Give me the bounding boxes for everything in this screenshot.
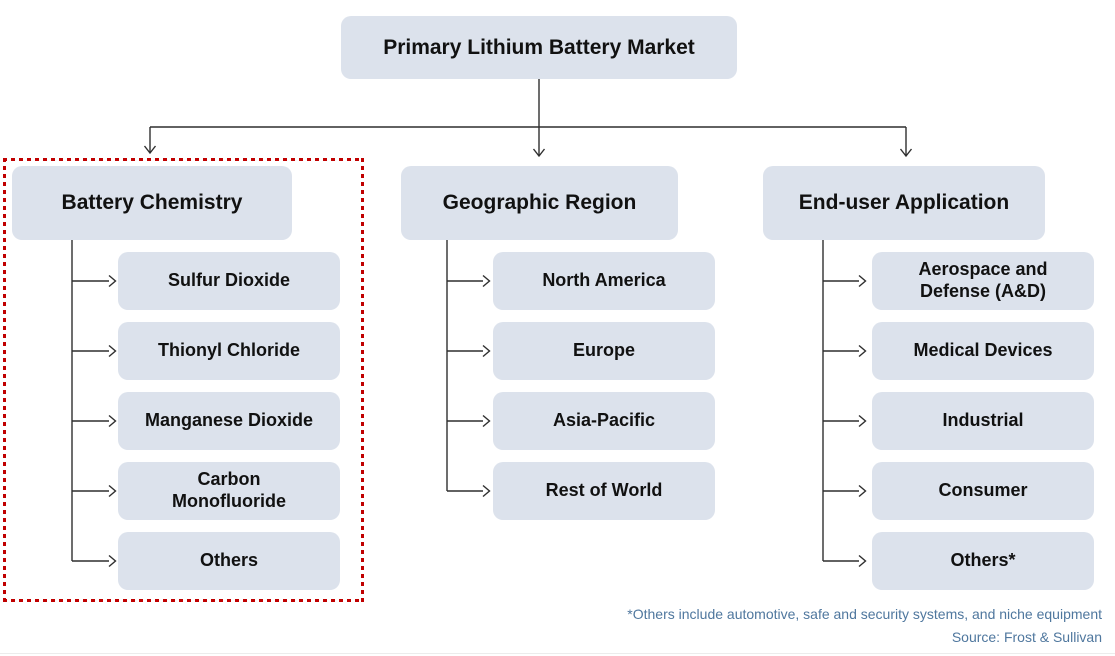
battery-chemistry-branch-connector bbox=[71, 240, 117, 568]
top-level-connector bbox=[143, 79, 913, 158]
item-rest-of-world: Rest of World bbox=[493, 462, 715, 520]
branch-header-battery-chemistry: Battery Chemistry bbox=[12, 166, 292, 240]
item-label: Consumer bbox=[938, 480, 1028, 501]
item-asia-pacific: Asia-Pacific bbox=[493, 392, 715, 450]
item-label: Others* bbox=[950, 550, 1016, 571]
item-label: Asia-Pacific bbox=[552, 410, 656, 431]
item-label: Manganese Dioxide bbox=[144, 410, 314, 431]
page-edge-divider bbox=[0, 653, 1115, 654]
item-manganese-dioxide: Manganese Dioxide bbox=[118, 392, 340, 450]
item-industrial: Industrial bbox=[872, 392, 1094, 450]
item-others-application: Others* bbox=[872, 532, 1094, 590]
item-medical-devices: Medical Devices bbox=[872, 322, 1094, 380]
item-label: Europe bbox=[572, 340, 635, 361]
source-attribution: Source: Frost & Sullivan bbox=[951, 629, 1102, 645]
item-label: Carbon Monofluoride bbox=[172, 469, 286, 511]
item-carbon-monofluoride: Carbon Monofluoride bbox=[118, 462, 340, 520]
item-consumer: Consumer bbox=[872, 462, 1094, 520]
geographic-region-items: North America Europe Asia-Pacific Rest o… bbox=[493, 252, 715, 520]
item-label: Rest of World bbox=[545, 480, 663, 501]
item-label: Industrial bbox=[942, 410, 1024, 431]
others-footnote: *Others include automotive, safe and sec… bbox=[627, 606, 1102, 622]
item-label: Sulfur Dioxide bbox=[167, 270, 290, 291]
end-user-application-branch-connector bbox=[822, 240, 867, 568]
item-label: Thionyl Chloride bbox=[158, 340, 300, 361]
item-label: Medical Devices bbox=[913, 340, 1053, 361]
geographic-region-branch-connector bbox=[446, 240, 491, 498]
item-label: North America bbox=[542, 270, 666, 291]
footnotes: *Others include automotive, safe and sec… bbox=[627, 606, 1102, 645]
item-thionyl-chloride: Thionyl Chloride bbox=[118, 322, 340, 380]
item-north-america: North America bbox=[493, 252, 715, 310]
root-node: Primary Lithium Battery Market bbox=[341, 16, 737, 79]
battery-chemistry-items: Sulfur Dioxide Thionyl Chloride Manganes… bbox=[118, 252, 340, 590]
item-europe: Europe bbox=[493, 322, 715, 380]
item-sulfur-dioxide: Sulfur Dioxide bbox=[118, 252, 340, 310]
item-label: Others bbox=[199, 550, 259, 571]
branch-header-end-user-application: End-user Application bbox=[763, 166, 1045, 240]
item-others-chemistry: Others bbox=[118, 532, 340, 590]
branch-header-geographic-region: Geographic Region bbox=[401, 166, 678, 240]
item-label: Aerospace and Defense (A&D) bbox=[918, 259, 1048, 301]
item-aerospace-defense: Aerospace and Defense (A&D) bbox=[872, 252, 1094, 310]
end-user-application-items: Aerospace and Defense (A&D) Medical Devi… bbox=[872, 252, 1094, 590]
